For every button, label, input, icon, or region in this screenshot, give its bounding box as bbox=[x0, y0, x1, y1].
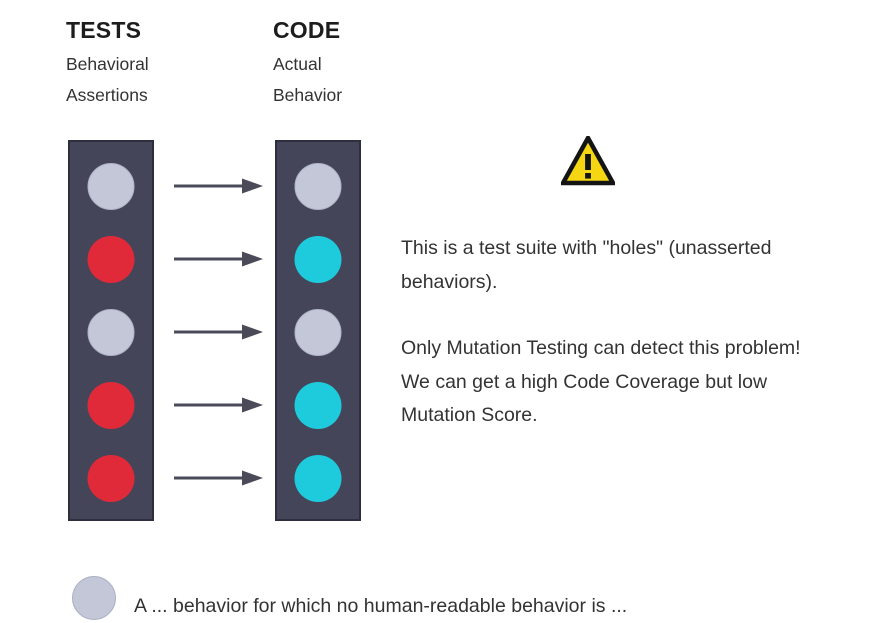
arrow-right-icon-2 bbox=[174, 250, 264, 268]
column-title-code: CODE bbox=[273, 17, 341, 43]
column-header-code: CODE Actual Behavior bbox=[273, 17, 473, 112]
arrow-right-icon-4 bbox=[174, 396, 264, 414]
arrow-right-icon-5 bbox=[174, 469, 264, 487]
code-lane bbox=[275, 140, 361, 521]
gray-circle-swatch bbox=[72, 576, 116, 620]
dot-tests-3-gray bbox=[87, 309, 135, 356]
dot-code-5-cyan bbox=[294, 455, 342, 502]
tests-lane bbox=[68, 140, 154, 521]
column-title-tests: TESTS bbox=[66, 17, 142, 43]
column-subtitle-code: Actual Behavior bbox=[273, 54, 343, 106]
warning-triangle-icon bbox=[561, 136, 615, 186]
dot-tests-1-gray bbox=[87, 163, 135, 210]
explanation-text-block: This is a test suite with "holes" (unass… bbox=[401, 232, 831, 433]
dot-code-2-cyan bbox=[294, 236, 342, 283]
dot-tests-5-red bbox=[87, 455, 135, 502]
column-header-tests: TESTS Behavioral Assertions bbox=[66, 17, 266, 112]
explanation-paragraph-2: Only Mutation Testing can detect this pr… bbox=[401, 337, 801, 426]
dot-code-4-cyan bbox=[294, 382, 342, 429]
arrow-right-icon-1 bbox=[174, 177, 264, 195]
column-subtitle-tests: Behavioral Assertions bbox=[66, 54, 149, 106]
dot-tests-4-red bbox=[87, 382, 135, 429]
dot-code-3-gray bbox=[294, 309, 342, 356]
arrow-right-icon-3 bbox=[174, 323, 264, 341]
explanation-paragraph-1: This is a test suite with "holes" (unass… bbox=[401, 237, 772, 293]
dot-code-1-gray bbox=[294, 163, 342, 210]
dot-tests-2-red bbox=[87, 236, 135, 283]
